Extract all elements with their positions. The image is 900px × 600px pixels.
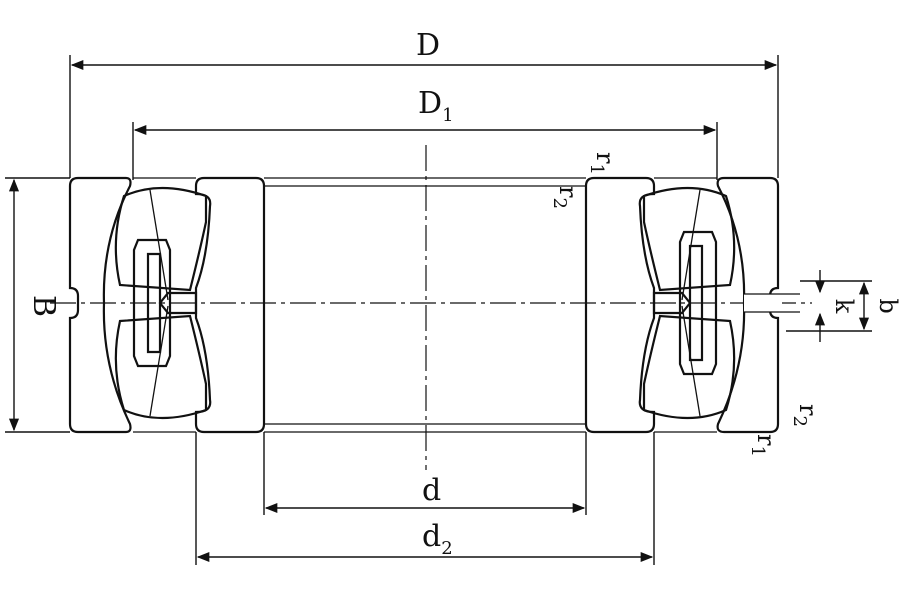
radius-label-r2-top: r2 xyxy=(549,186,582,209)
right-cage xyxy=(652,230,718,376)
dim-label-B: B xyxy=(26,295,61,317)
center-lines xyxy=(50,145,812,470)
left-roller-top xyxy=(114,186,208,301)
radius-label-r2-bottom: r2 xyxy=(789,404,822,427)
dim-label-D: D xyxy=(416,28,440,63)
dim-label-d2: d2 xyxy=(422,519,453,559)
dimension-D: D xyxy=(69,28,779,178)
dim-label-k: k xyxy=(830,299,858,314)
left-cage xyxy=(132,238,198,368)
dim-label-D1: D1 xyxy=(418,86,454,126)
right-outer-ring xyxy=(716,176,780,434)
radius-label-r1-bottom: r1 xyxy=(747,434,780,457)
dimension-B: B xyxy=(5,177,70,433)
dimension-d: d xyxy=(263,432,587,515)
dimension-b: b xyxy=(786,280,900,332)
bore-lines xyxy=(133,177,717,433)
dimension-d2: d2 xyxy=(195,432,655,565)
left-outer-ring xyxy=(68,176,132,434)
dim-label-d: d xyxy=(422,473,441,508)
lubrication-hole xyxy=(744,293,800,313)
dim-label-b: b xyxy=(874,298,900,313)
dimension-D1: D1 xyxy=(132,86,718,180)
dimension-k: k xyxy=(814,270,858,342)
radius-label-r1-top: r1 xyxy=(586,152,619,175)
left-roller-bottom xyxy=(114,305,208,420)
